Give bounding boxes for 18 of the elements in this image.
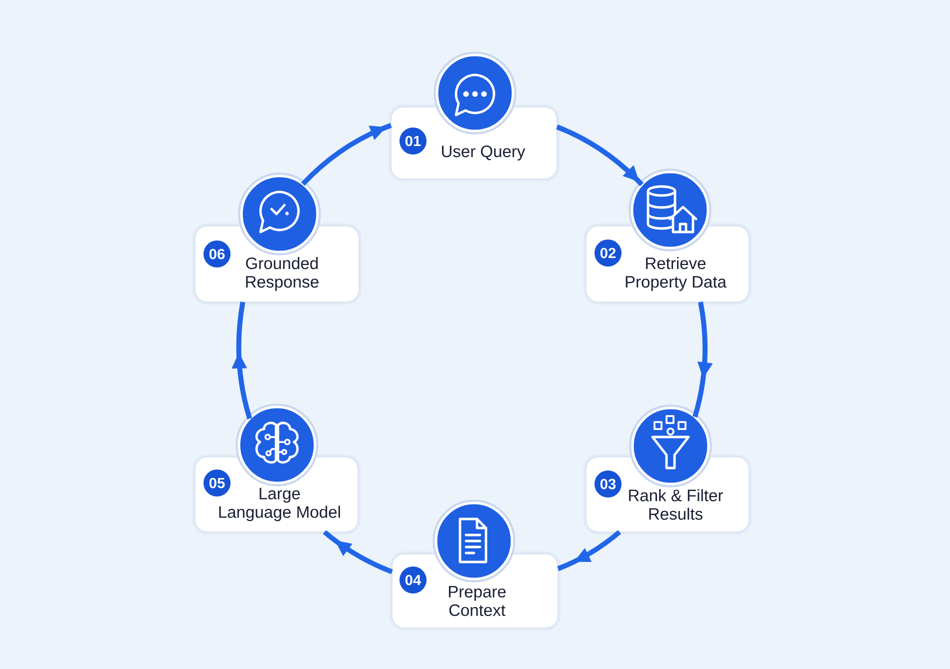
curved-arrow xyxy=(232,302,252,420)
number-badge: 02 xyxy=(594,240,622,266)
number-badge: 04 xyxy=(400,566,426,594)
icon-circle xyxy=(238,172,321,256)
curved-arrow xyxy=(557,530,622,572)
curved-arrow xyxy=(556,124,644,186)
icon-circle xyxy=(628,168,712,252)
curved-arrow xyxy=(301,123,392,186)
icon-circle xyxy=(629,404,712,488)
number-badge: 05 xyxy=(204,470,230,496)
number-badge: 01 xyxy=(400,128,426,154)
number-badge: 06 xyxy=(204,240,230,268)
icon-circle xyxy=(432,500,516,582)
curved-arrow xyxy=(322,530,393,574)
icon-circle xyxy=(434,52,516,134)
curved-arrow xyxy=(692,302,713,418)
number-badge: 03 xyxy=(594,470,622,498)
icon-circle xyxy=(236,404,318,486)
